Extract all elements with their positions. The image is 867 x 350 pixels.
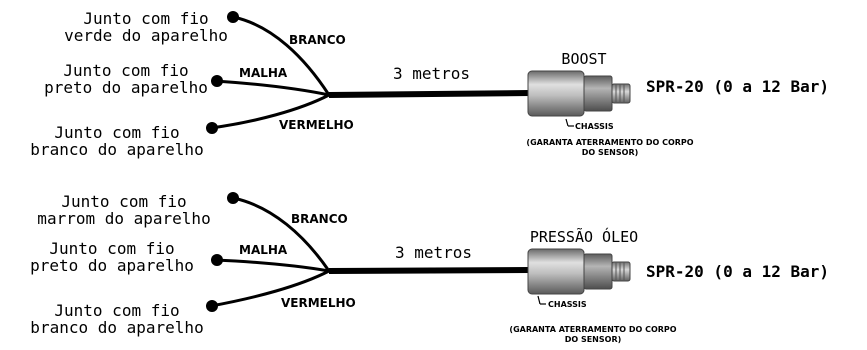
wire-label: BRANCO <box>291 212 348 226</box>
connection-note-line1: Junto com fio <box>83 9 209 28</box>
sensor-title: PRESSÃO ÓLEO <box>529 228 639 246</box>
connector-dot <box>227 11 239 23</box>
ground-warning-line2: DO SENSOR) <box>581 148 639 157</box>
connector-dot <box>211 75 223 87</box>
pressure-sensor-oleo <box>527 248 631 295</box>
connection-note: Junto com fio preto do aparelho <box>30 240 194 274</box>
sensor-model-label: SPR-20 (0 a 12 Bar) <box>646 77 830 96</box>
wire-vermelho <box>210 93 330 130</box>
cable-length-label: 3 metros <box>393 64 471 83</box>
diagram-2-wires <box>206 192 546 312</box>
cable-length-label: 3 metros <box>395 243 473 262</box>
connection-note-line1: Junto com fio <box>63 61 189 80</box>
connection-note-line2: verde do aparelho <box>64 26 228 45</box>
diagram-1-wires <box>206 11 574 134</box>
connection-note-line2: preto do aparelho <box>44 78 208 97</box>
connector-dot <box>206 300 218 312</box>
chassis-label: CHASSIS <box>575 122 614 131</box>
ground-warning-line1: (GARANTA ATERRAMENTO DO CORPO <box>526 138 694 147</box>
connection-note-line1: Junto com fio <box>54 123 180 142</box>
wire-label: MALHA <box>239 66 288 80</box>
connector-dot <box>206 122 218 134</box>
wire-label: VERMELHO <box>281 296 356 310</box>
connection-note: Junto com fio verde do aparelho <box>64 10 228 44</box>
wire-branco <box>232 196 331 272</box>
connection-note-line1: Junto com fio <box>61 192 187 211</box>
connection-note: Junto com fio branco do aparelho <box>30 302 203 336</box>
connection-note-line2: branco do aparelho <box>30 140 204 159</box>
connection-note-line2: preto do aparelho <box>30 256 194 275</box>
sensor-body <box>527 70 585 117</box>
wire-branco <box>232 15 331 96</box>
connection-note-line1: Junto com fio <box>49 239 175 258</box>
wire-malha <box>214 79 330 97</box>
chassis-label: CHASSIS <box>548 300 587 309</box>
chassis-pointer <box>565 118 569 127</box>
ground-warning-line1: (GARANTA ATERRAMENTO DO CORPO <box>509 325 677 334</box>
sensor-thread <box>611 83 631 104</box>
main-cable <box>328 267 531 274</box>
wire-label: MALHA <box>239 243 288 257</box>
connector-dot <box>227 192 239 204</box>
ground-warning-line2: DO SENSOR) <box>564 335 622 344</box>
wire-vermelho <box>210 269 330 308</box>
main-cable <box>328 90 531 98</box>
connection-note-line2: branco do aparelho <box>30 318 204 337</box>
pressure-sensor-boost <box>527 70 631 117</box>
wire-label: VERMELHO <box>279 118 354 132</box>
sensor-thread <box>611 261 631 282</box>
connection-note: Junto com fio branco do aparelho <box>30 124 203 158</box>
chassis-pointer <box>537 295 541 305</box>
sensor-body <box>527 248 585 295</box>
connection-note: Junto com fio preto do aparelho <box>44 62 208 96</box>
sensor-title: BOOST <box>561 50 607 68</box>
wire-malha <box>214 258 330 273</box>
sensor-model-label: SPR-20 (0 a 12 Bar) <box>646 262 830 281</box>
ground-warning: (GARANTA ATERRAMENTO DO CORPO DO SENSOR) <box>509 325 676 345</box>
sensor-hex-nut <box>583 253 613 290</box>
connection-note-line1: Junto com fio <box>54 301 180 320</box>
sensor-hex-nut <box>583 75 613 112</box>
connection-note: Junto com fio marrom do aparelho <box>37 193 210 227</box>
ground-warning: (GARANTA ATERRAMENTO DO CORPO DO SENSOR) <box>526 138 693 158</box>
wire-label: BRANCO <box>289 33 346 47</box>
connection-note-line2: marrom do aparelho <box>37 209 211 228</box>
connector-dot <box>211 254 223 266</box>
